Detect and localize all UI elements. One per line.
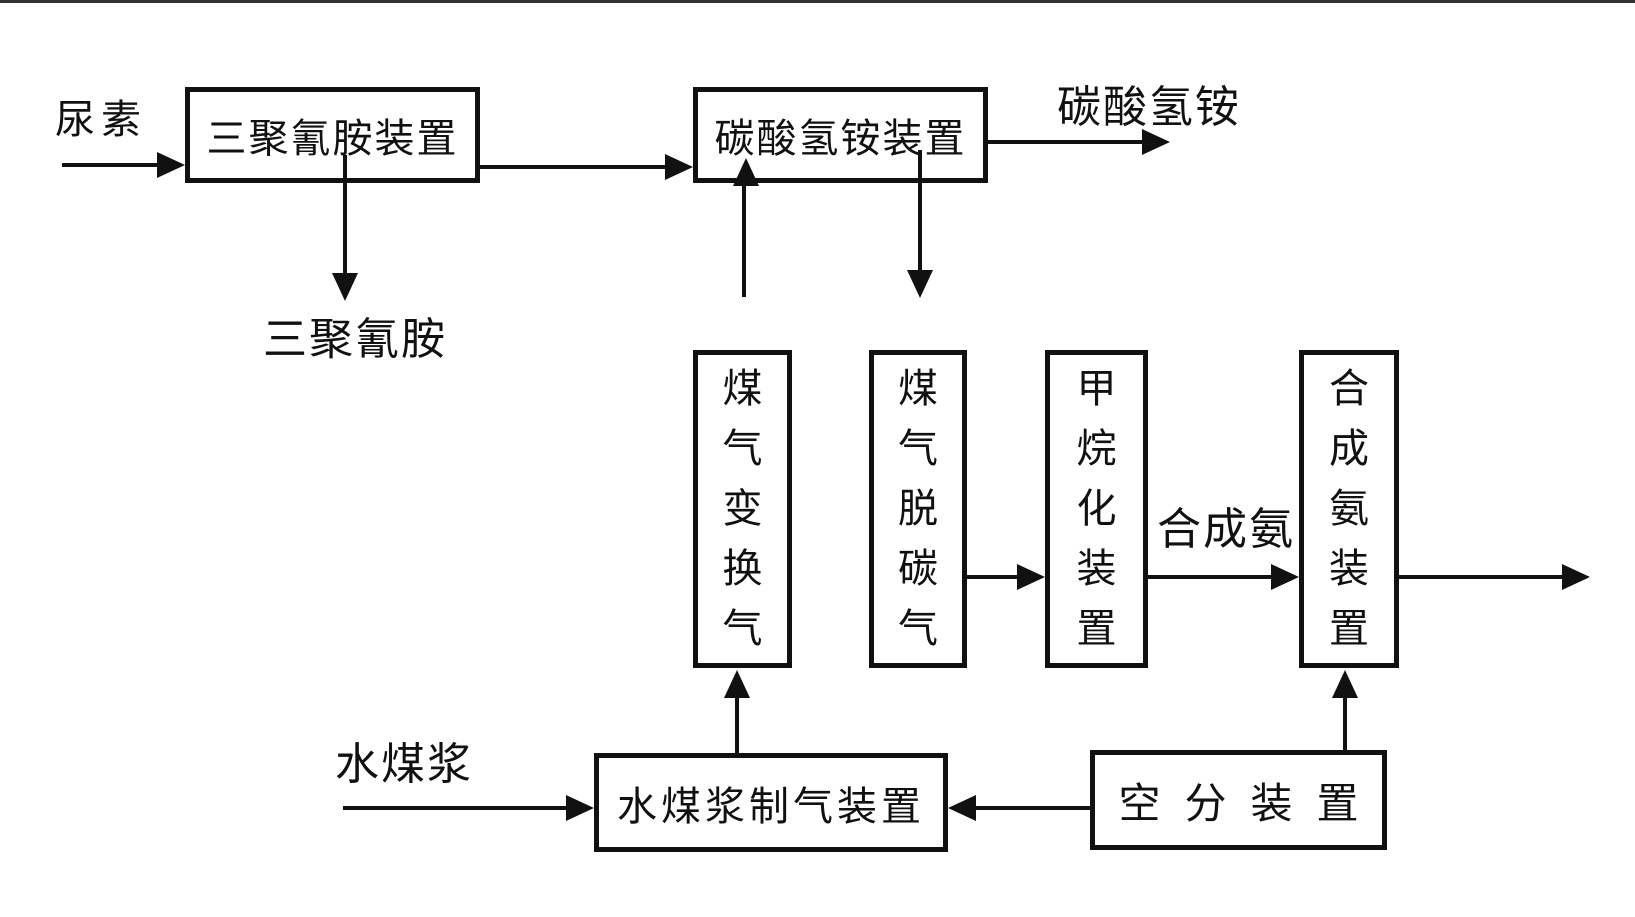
arrow-bicarb-product-head xyxy=(1142,129,1170,155)
arrow-urea-to-melamine-head xyxy=(157,152,185,178)
arrow-decarb-to-methanation-line xyxy=(967,575,1019,579)
arrow-decarb-to-methanation-head xyxy=(1017,564,1045,590)
slurry-gasification-unit-label: 水煤浆制气装置 xyxy=(617,783,925,830)
ammonium-bicarbonate-product-label: 碳酸氢铵 xyxy=(1057,82,1241,133)
melamine-product-label: 三聚氰胺 xyxy=(263,314,447,365)
gas-shift-label: 煤气变换气 xyxy=(722,366,763,652)
arrow-airsep-to-synthesis-head xyxy=(1332,670,1358,698)
arrow-methanation-to-synthesis-line xyxy=(1148,575,1271,579)
arrow-urea-to-melamine-line xyxy=(62,163,162,167)
arrow-bicarb-product-line xyxy=(988,140,1142,144)
gas-decarbonization-box: 煤气脱碳气 xyxy=(869,350,967,668)
arrow-gasification-to-shiftgas-line xyxy=(735,698,739,753)
arrow-bicarb-to-decarb-head xyxy=(907,270,933,298)
arrow-melamine-product-line xyxy=(343,155,347,273)
arrow-melamine-to-bicarb-line xyxy=(480,165,665,169)
arrow-airsep-to-synthesis-line xyxy=(1343,698,1347,750)
synthetic-ammonia-label: 合成氨 xyxy=(1157,504,1295,555)
arrow-gasification-to-shiftgas-head xyxy=(724,670,750,698)
ammonia-synthesis-unit-label: 合成氨装置 xyxy=(1329,366,1369,652)
melamine-unit-label: 三聚氰胺装置 xyxy=(206,116,459,162)
arrow-synthesis-output-head xyxy=(1562,564,1590,590)
arrow-melamine-product-head xyxy=(332,273,358,301)
methanation-unit-label: 甲烷化装置 xyxy=(1076,366,1117,652)
arrow-airsep-to-gasification-head xyxy=(948,795,976,821)
scan-artifact-top-edge xyxy=(0,0,1635,3)
arrow-airsep-to-gasification-line xyxy=(976,806,1090,810)
gas-shift-box: 煤气变换气 xyxy=(693,350,792,668)
coal-water-slurry-label: 水煤浆 xyxy=(335,739,473,790)
air-separation-unit-box: 空分装置 xyxy=(1090,750,1387,850)
air-separation-unit-label: 空分装置 xyxy=(1118,778,1383,828)
methanation-unit-box: 甲烷化装置 xyxy=(1045,350,1148,668)
urea-label: 尿素 xyxy=(55,97,147,143)
slurry-gasification-unit-box: 水煤浆制气装置 xyxy=(594,753,948,852)
ammonia-synthesis-unit-box: 合成氨装置 xyxy=(1299,350,1399,668)
melamine-unit-box: 三聚氰胺装置 xyxy=(185,87,480,183)
arrow-slurry-to-gasification-line xyxy=(343,806,566,810)
arrow-methanation-to-synthesis-head xyxy=(1271,564,1299,590)
arrow-synthesis-output-line xyxy=(1399,575,1562,579)
arrow-slurry-to-gasification-head xyxy=(566,795,594,821)
arrow-shiftgas-to-bicarb-line xyxy=(742,186,746,297)
gas-decarbonization-label: 煤气脱碳气 xyxy=(898,366,938,652)
arrow-bicarb-to-decarb-line xyxy=(918,150,922,270)
ammonium-bicarbonate-unit-label: 碳酸氢铵装置 xyxy=(714,116,967,162)
ammonium-bicarbonate-unit-box: 碳酸氢铵装置 xyxy=(693,87,988,183)
arrow-melamine-to-bicarb-head xyxy=(665,154,693,180)
